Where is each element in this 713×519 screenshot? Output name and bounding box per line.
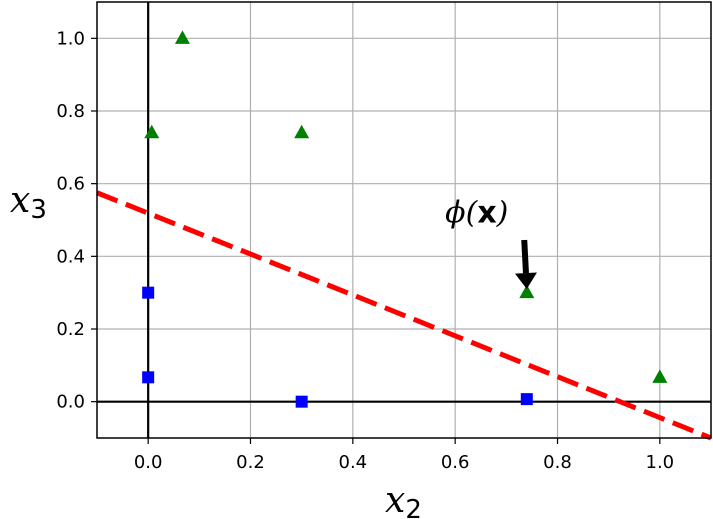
- x-tick-label-0: 0.0: [134, 452, 163, 473]
- triangle-point-0: [174, 30, 190, 44]
- plot-area-border: [96, 1, 712, 439]
- y-axis-label: x3: [10, 180, 47, 225]
- x-tick-label-4: 0.8: [543, 452, 572, 473]
- x-tick-label-3: 0.6: [441, 452, 470, 473]
- y-tick-label-5: 1.0: [56, 28, 85, 49]
- y-tick-label-2: 0.4: [56, 246, 85, 267]
- decision-boundary-line: [96, 190, 712, 441]
- square-point-0: [142, 286, 155, 299]
- y-tick-label-3: 0.6: [56, 174, 85, 195]
- triangle-point-3: [519, 284, 535, 299]
- y-tick-label-1: 0.2: [56, 319, 85, 340]
- square-point-3: [520, 393, 533, 406]
- square-point-1: [142, 371, 155, 384]
- tick-labels: 0.0 0.2 0.4 0.6 0.8 1.0 0.0 0.2 0.4 0.6 0.8 1.0: [56, 28, 674, 473]
- x-tick-label-5: 1.0: [646, 452, 675, 473]
- decision-boundary: [96, 190, 712, 441]
- triangle-point-2: [294, 124, 310, 139]
- x-tick-label-1: 0.2: [236, 452, 265, 473]
- grid: [97, 2, 711, 438]
- annotation: ϕ(x): [445, 196, 537, 290]
- x-tick-label-2: 0.4: [339, 452, 368, 473]
- plot-frame: [96, 1, 712, 439]
- annotation-arrow-head: [514, 272, 537, 290]
- zero-axis-lines: [97, 2, 711, 438]
- annotation-label: ϕ(x): [445, 196, 508, 231]
- y-tick-label-0: 0.0: [56, 392, 85, 413]
- triangle-point-4: [652, 369, 668, 383]
- square-point-2: [295, 395, 308, 408]
- y-tick-label-4: 0.8: [56, 101, 85, 122]
- data-points: [142, 30, 668, 408]
- annotation-arrow-shaft: [521, 239, 529, 274]
- x-axis-label: x2: [385, 480, 422, 519]
- triangle-point-1: [144, 124, 160, 139]
